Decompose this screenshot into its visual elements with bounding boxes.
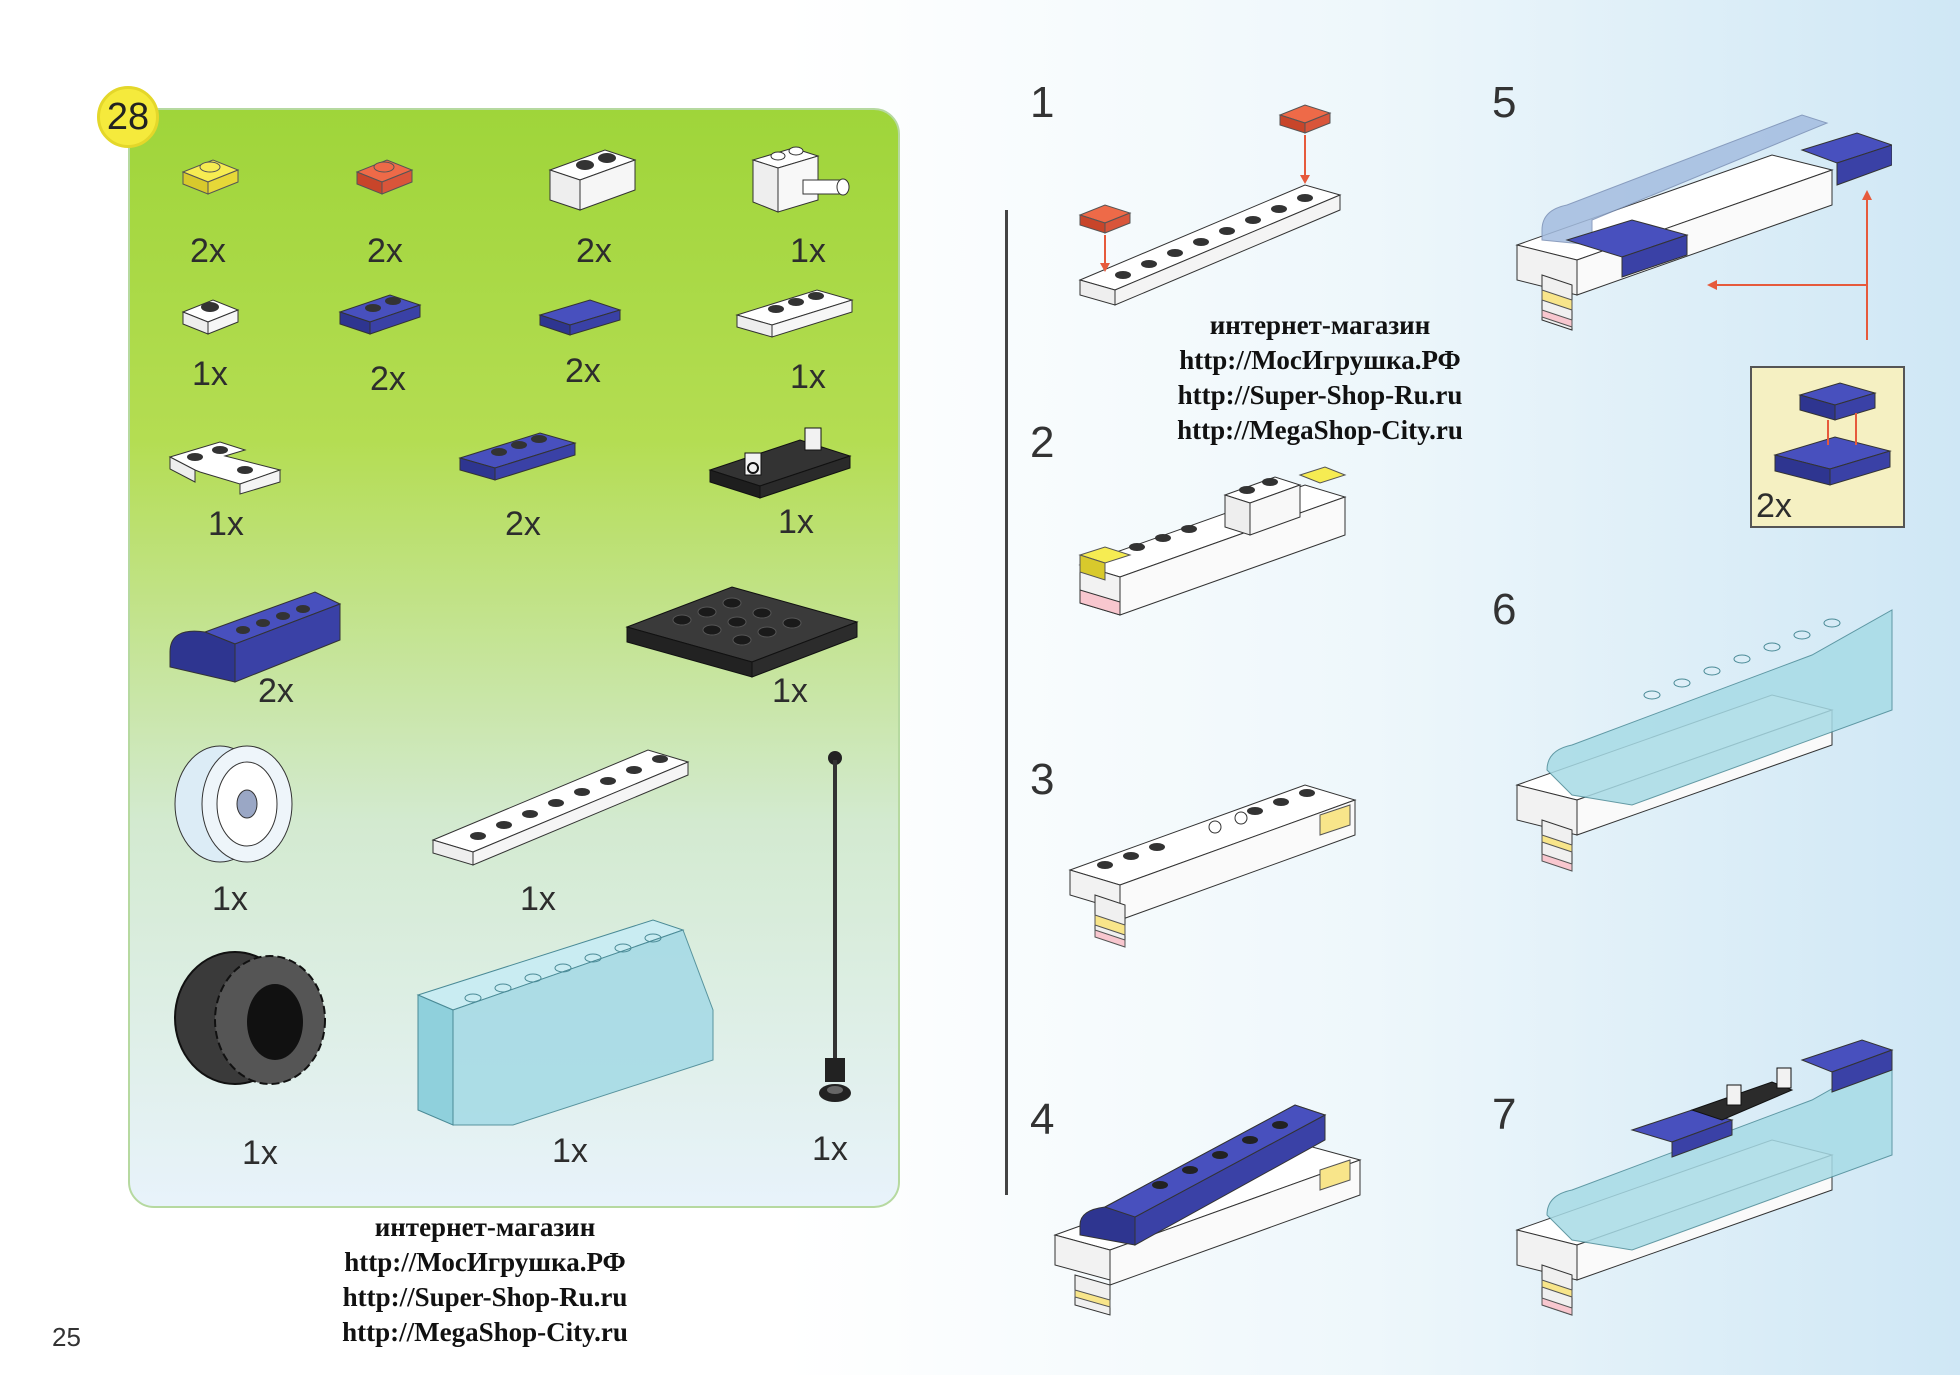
blue-plate-1x3-icon xyxy=(458,432,577,481)
step-number: 2 xyxy=(1030,418,1055,467)
white-brick-with-pin-icon xyxy=(751,146,850,213)
shop-link[interactable]: http://МосИгрушка.РФ xyxy=(1179,345,1461,376)
quantity-label: 2x xyxy=(576,232,612,270)
step-4-assembly-icon xyxy=(1053,1104,1362,1316)
step-number: 7 xyxy=(1492,1090,1517,1139)
blue-tile-1x2-icon xyxy=(538,299,622,336)
callout-quantity: 2x xyxy=(1756,487,1792,525)
step-6-assembly-icon xyxy=(1515,609,1893,872)
step-badge: 28 xyxy=(97,86,159,148)
shop-link[interactable]: http://Super-Shop-Ru.ru xyxy=(342,1282,628,1313)
shop-link[interactable]: http://Super-Shop-Ru.ru xyxy=(1177,380,1463,411)
quantity-label: 1x xyxy=(790,232,826,270)
shop-line: интернет-магазин xyxy=(1209,310,1431,340)
white-plate-1x8-icon xyxy=(431,749,690,866)
black-hinge-plate-4x4-icon xyxy=(625,586,859,678)
quantity-label: 1x xyxy=(212,880,248,918)
white-plate-1x1-icon xyxy=(181,299,240,335)
step-2-assembly-icon xyxy=(1078,466,1347,616)
red-plate-1x1-icon xyxy=(355,159,414,195)
step-number: 1 xyxy=(1030,78,1055,127)
shop-watermark-left: интернет-магазин http://МосИгрушка.РФ ht… xyxy=(320,1210,650,1350)
quantity-label: 2x xyxy=(370,360,406,398)
white-corner-plate-icon xyxy=(168,441,282,495)
shop-watermark-right: интернет-магазин http://МосИгрушка.РФ ht… xyxy=(1140,308,1500,448)
quantity-label: 1x xyxy=(552,1132,588,1170)
step-3-assembly-icon xyxy=(1068,784,1357,948)
shop-link[interactable]: http://МосИгрушка.РФ xyxy=(344,1247,626,1278)
step-5-assembly-icon xyxy=(1515,114,1892,340)
step-number: 3 xyxy=(1030,755,1055,804)
quantity-label: 1x xyxy=(520,880,556,918)
shop-line: интернет-магазин xyxy=(374,1212,596,1242)
blue-slope-curved-icon xyxy=(169,591,342,683)
quantity-label: 1x xyxy=(208,505,244,543)
quantity-label: 1x xyxy=(772,672,808,710)
column-divider xyxy=(1005,210,1008,1195)
step-7-assembly-icon xyxy=(1515,1039,1894,1316)
yellow-plate-1x1-icon xyxy=(181,159,240,195)
quantity-label: 1x xyxy=(242,1134,278,1172)
white-plate-1x3-icon xyxy=(735,289,854,338)
quantity-label: 1x xyxy=(812,1130,848,1168)
quantity-label: 1x xyxy=(778,503,814,541)
white-brick-1x2-icon xyxy=(548,149,637,211)
quantity-label: 2x xyxy=(258,672,294,710)
step-number: 5 xyxy=(1492,78,1517,127)
quantity-label: 2x xyxy=(367,232,403,270)
quantity-label: 2x xyxy=(565,352,601,390)
step-number: 6 xyxy=(1492,585,1517,634)
quantity-label: 2x xyxy=(505,505,541,543)
callout-blue-plates-icon xyxy=(1773,382,1892,486)
quantity-label: 1x xyxy=(790,358,826,396)
quantity-label: 2x xyxy=(190,232,226,270)
black-plate-with-clip-icon xyxy=(708,427,852,499)
step-1-assembly-icon xyxy=(1078,104,1342,306)
clear-windscreen-icon xyxy=(416,919,714,1126)
black-tire-icon xyxy=(174,951,326,1085)
step-number: 4 xyxy=(1030,1095,1055,1144)
blue-plate-1x2-icon xyxy=(338,294,422,335)
page-number: 25 xyxy=(52,1322,81,1352)
quantity-label: 1x xyxy=(192,355,228,393)
shop-link[interactable]: http://MegaShop-City.ru xyxy=(342,1317,628,1348)
black-antenna-icon xyxy=(819,751,851,1102)
white-wheel-rim-icon xyxy=(174,745,293,863)
shop-link[interactable]: http://MegaShop-City.ru xyxy=(1177,415,1463,446)
